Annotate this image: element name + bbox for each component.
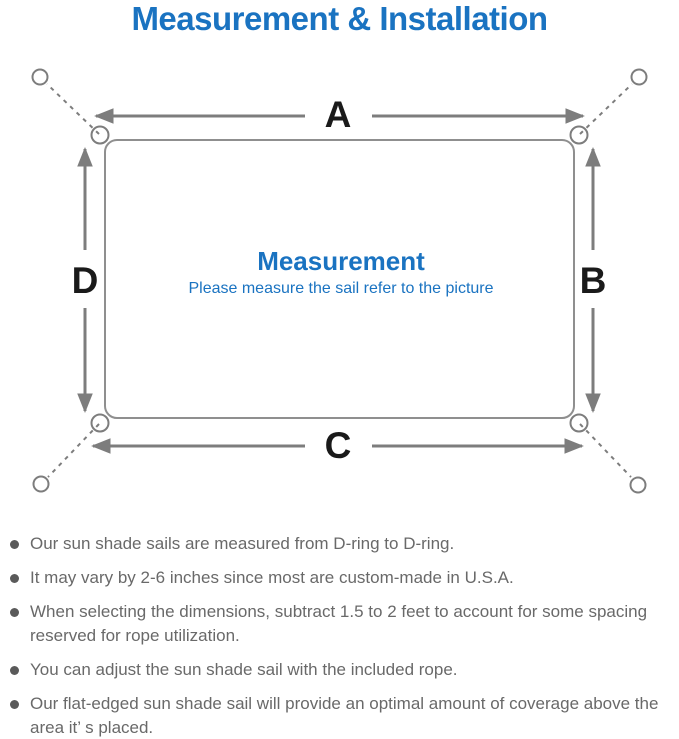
anchor-circle [31, 68, 49, 86]
instruction-text: You can adjust the sun shade sail with t… [30, 660, 458, 679]
anchor-points [31, 68, 648, 494]
bullet-icon [10, 700, 19, 709]
instruction-item: It may vary by 2-6 inches since most are… [10, 566, 673, 590]
instruction-item: When selecting the dimensions, subtract … [10, 600, 673, 648]
d-ring-icon [569, 413, 589, 433]
rope-line [579, 423, 632, 478]
diagram-center-subtitle: Please measure the sail refer to the pic… [188, 280, 493, 297]
dimension-label-c: C [325, 425, 352, 466]
dimension-label-d: D [72, 260, 99, 301]
instruction-text: When selecting the dimensions, subtract … [30, 602, 648, 645]
bullet-icon [10, 666, 19, 675]
measurement-diagram: A B C D Measurement Please measure the s… [31, 68, 648, 494]
anchor-circle [32, 475, 50, 493]
instruction-text: Our flat-edged sun shade sail will provi… [30, 694, 659, 737]
rope-lines [46, 83, 633, 478]
dimension-arrows [77, 108, 601, 454]
dimension-label-a: A [325, 94, 352, 135]
page-title: Measurement & Installation [131, 0, 548, 37]
bullet-icon [10, 574, 19, 583]
instruction-text: Our sun shade sails are measured from D-… [30, 534, 455, 553]
rope-line [46, 83, 100, 135]
instruction-text: It may vary by 2-6 inches since most are… [30, 568, 514, 587]
rope-line [579, 83, 633, 135]
d-ring-icon [90, 125, 110, 145]
rope-line [47, 423, 100, 478]
instruction-item: Our flat-edged sun shade sail will provi… [10, 692, 673, 739]
instruction-item: You can adjust the sun shade sail with t… [10, 658, 673, 682]
instructions-list: Our sun shade sails are measured from D-… [0, 530, 679, 739]
corner-d-rings [90, 125, 589, 433]
diagram-center-heading: Measurement [257, 246, 425, 276]
sail-rectangle [104, 139, 575, 419]
anchor-circle [630, 68, 648, 86]
dimension-label-b: B [580, 260, 607, 301]
d-ring-icon [90, 413, 110, 433]
instruction-item: Our sun shade sails are measured from D-… [10, 532, 673, 556]
d-ring-icon [569, 125, 589, 145]
anchor-circle [629, 476, 647, 494]
bullet-icon [10, 540, 19, 549]
bullet-icon [10, 608, 19, 617]
